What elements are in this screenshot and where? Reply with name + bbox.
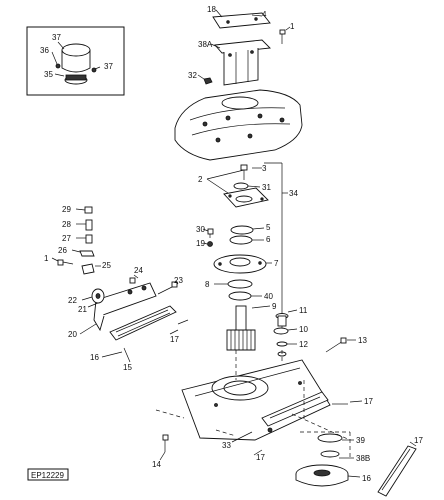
callout-4: 4: [262, 10, 267, 19]
callout-32: 33: [222, 441, 231, 450]
drive-belt-16-right: [377, 445, 417, 497]
callout-35: 34: [289, 189, 298, 198]
bearing-39: [317, 433, 343, 443]
pin-17-left-a: [109, 351, 123, 356]
reference-code: EP12229: [31, 471, 64, 480]
tensioner-bracket-20: [93, 282, 157, 332]
washer-19: [207, 241, 213, 247]
callout-38b: 38A: [198, 40, 213, 49]
callout-20: 20: [68, 330, 77, 339]
bolt-23: [157, 281, 178, 295]
bolt-14: [162, 434, 169, 452]
bolt-1-top: [279, 29, 286, 44]
bolt-13: [325, 337, 347, 353]
callout-6: 6: [266, 235, 271, 244]
callout-31: 31: [262, 183, 271, 192]
callout-5: 5: [266, 223, 271, 232]
callout-17-left-right: 17: [170, 335, 179, 344]
callout-22: 22: [68, 296, 77, 305]
idler-22: [91, 288, 105, 304]
pin-17-left-b: [177, 319, 189, 325]
nut-33: [203, 77, 213, 85]
seal-8: [227, 279, 253, 289]
callout-17-right: 17: [364, 397, 373, 406]
oring-40: [228, 291, 252, 301]
bolt-1-left: [57, 259, 74, 266]
callout-7: 7: [274, 259, 279, 268]
callout-16-right: 17: [414, 436, 423, 445]
callout-1-left: 1: [44, 254, 49, 263]
callout-34: 38B: [356, 454, 370, 463]
callout-8: 8: [205, 280, 210, 289]
callout-13: 13: [358, 336, 367, 345]
callout-23: 23: [174, 276, 183, 285]
bolt-24: [129, 277, 136, 284]
spacer-27: [85, 234, 93, 244]
belt-guard-right: [261, 391, 329, 427]
callout-40: 40: [264, 292, 273, 301]
callout-33: 32: [188, 71, 197, 80]
callout-36: 35: [44, 70, 53, 79]
bearing-5: [230, 225, 254, 235]
callout-15: 16: [362, 474, 371, 483]
deck-housing: [174, 89, 303, 161]
gearbox-cover-38b: [214, 39, 271, 86]
callout-11: 11: [299, 306, 308, 315]
callout-19: 19: [196, 239, 205, 248]
reference-box: [27, 468, 69, 481]
callout-18: 18: [207, 5, 216, 14]
callout-24: 24: [134, 266, 143, 275]
callout-26: 26: [58, 246, 67, 255]
seal-10: [273, 327, 289, 335]
callout-38a: 37: [52, 33, 61, 42]
link-26: [79, 250, 95, 257]
callout-37-inset-right: 37: [104, 62, 113, 71]
bearing-flange-35: [223, 187, 269, 208]
spindle-gear-15: [295, 464, 349, 487]
callout-17-left: 16: [90, 353, 99, 362]
callout-16-left: 15: [123, 363, 132, 372]
bolt-30: [207, 228, 214, 238]
deck-plate-32: [181, 359, 331, 441]
clip-25: [81, 263, 95, 275]
top-cover-plate: [212, 12, 271, 29]
flange-plate-7: [213, 254, 267, 274]
belt-guard-16-left: [109, 305, 177, 341]
callout-3: 3: [262, 164, 267, 173]
callout-2: 2: [198, 175, 203, 184]
callout-30: 30: [196, 225, 205, 234]
callout-10: 10: [299, 325, 308, 334]
callout-17-bottom: 17: [256, 453, 265, 462]
callout-37-inset-left: 36: [40, 46, 49, 55]
pinion-shaft: [226, 305, 256, 351]
callout-39: 39: [356, 436, 365, 445]
bushing-28: [85, 219, 93, 231]
pin-29: [84, 206, 93, 214]
callout-9: 9: [272, 302, 277, 311]
oring-12: [276, 341, 288, 347]
callout-14: 14: [152, 460, 161, 469]
cap-assembly-38a: [55, 43, 97, 85]
spacer-34: [320, 450, 340, 458]
bolt-3: [240, 164, 248, 180]
callout-29: 29: [62, 205, 71, 214]
bearing-6: [229, 235, 253, 245]
callout-12: 12: [299, 340, 308, 349]
seal-31: [233, 182, 249, 190]
callout-28: 28: [62, 220, 71, 229]
callout-1-top: 1: [290, 22, 295, 31]
callout-25: 25: [102, 261, 111, 270]
callout-21: 21: [78, 305, 87, 314]
callout-27: 27: [62, 234, 71, 243]
